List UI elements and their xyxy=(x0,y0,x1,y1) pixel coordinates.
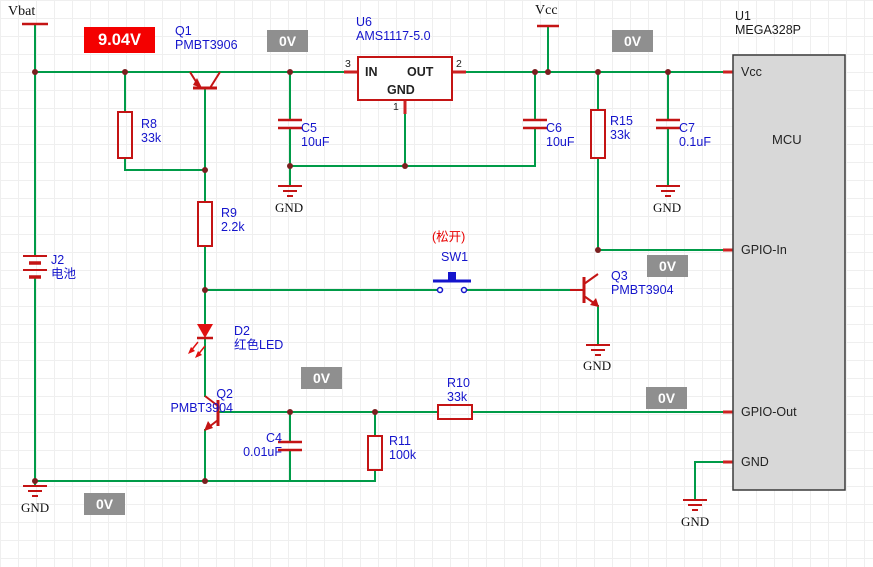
label-r11-ref: R11 xyxy=(389,434,412,448)
resistor-r8-symbol[interactable] xyxy=(117,111,133,159)
capacitor-c4-symbol[interactable] xyxy=(278,440,302,452)
label-c4-ref: C4 xyxy=(266,431,282,445)
battery-j2-symbol[interactable] xyxy=(23,255,47,279)
transistor-q2-symbol[interactable] xyxy=(204,395,220,431)
label-r8: R8 33k xyxy=(141,117,161,145)
voltage-probe-vcc-rail: 0V xyxy=(612,30,653,52)
mcu-u1-symbol[interactable] xyxy=(732,54,846,491)
capacitor-c5-symbol[interactable] xyxy=(278,118,302,130)
gnd-net-label: GND xyxy=(275,200,304,215)
voltage-probe-q2-base: 0V xyxy=(301,367,342,389)
label-r10: R10 33k xyxy=(447,376,470,404)
switch-sw1-symbol[interactable] xyxy=(433,272,471,294)
label-q3-ref: Q3 xyxy=(611,269,628,283)
u1-body-label: MCU xyxy=(772,132,802,147)
label-sw1-state: (松开) xyxy=(432,230,466,244)
gnd-net-label: GND xyxy=(21,500,50,515)
label-c7-ref: C7 xyxy=(679,121,695,135)
label-u6: U6 AMS1117-5.0 xyxy=(356,15,431,43)
vbat-net-label: Vbat xyxy=(8,4,36,19)
gnd-net-label: GND xyxy=(681,514,710,529)
capacitor-c7-symbol[interactable] xyxy=(656,118,680,130)
label-j2-value: 电池 xyxy=(51,267,77,281)
resistor-r11-symbol[interactable] xyxy=(367,435,383,471)
transistor-q1-symbol[interactable] xyxy=(189,71,221,90)
label-c6-value: 10uF xyxy=(546,135,575,149)
label-d2-ref: D2 xyxy=(234,324,250,338)
label-r15-ref: R15 xyxy=(610,114,633,128)
label-c5: C5 10uF xyxy=(301,121,330,149)
voltage-probe-ground: 0V xyxy=(84,493,125,515)
u1-pin-gpio-in-label: GPIO-In xyxy=(741,243,787,257)
gnd-net-label: GND xyxy=(583,358,612,373)
u1-pin-gnd-label: GND xyxy=(741,455,769,469)
label-sw1-ref: SW1 xyxy=(441,250,469,264)
label-u1-value: MEGA328P xyxy=(735,23,802,37)
label-u1: U1 MEGA328P xyxy=(735,9,801,37)
label-r15: R15 33k xyxy=(610,114,633,142)
resistor-r10-symbol[interactable] xyxy=(437,404,473,420)
label-q3: Q3 PMBT3904 xyxy=(611,269,674,297)
label-c5-value: 10uF xyxy=(301,135,330,149)
label-c5-ref: C5 xyxy=(301,121,317,135)
label-c6: C6 10uF xyxy=(546,121,575,149)
u6-pin-number-1: 1 xyxy=(393,101,399,113)
u1-pin-vcc-label: Vcc xyxy=(741,65,762,79)
label-r15-value: 33k xyxy=(610,128,631,142)
label-u6-ref: U6 xyxy=(356,15,372,29)
label-r10-value: 33k xyxy=(447,390,468,404)
label-d2-value: 红色LED xyxy=(234,338,284,352)
pin-stubs xyxy=(344,70,733,464)
label-q2-ref: Q2 xyxy=(216,387,233,401)
label-r8-value: 33k xyxy=(141,131,162,145)
voltage-probe-battery: 9.04V xyxy=(84,27,155,53)
label-c7: C7 0.1uF xyxy=(679,121,711,149)
resistor-r9-symbol[interactable] xyxy=(197,201,213,247)
led-d2-symbol[interactable] xyxy=(188,324,213,358)
capacitor-c6-symbol[interactable] xyxy=(523,118,547,130)
label-r10-ref: R10 xyxy=(447,376,470,390)
label-r9-ref: R9 xyxy=(221,206,237,220)
label-q1-ref: Q1 xyxy=(175,24,192,38)
label-c4: C4 0.01uF xyxy=(218,431,282,459)
gnd-net-label: GND xyxy=(653,200,682,215)
transistor-q3-symbol[interactable] xyxy=(570,273,599,307)
gnd-symbols xyxy=(23,185,707,511)
label-c7-value: 0.1uF xyxy=(679,135,711,149)
label-j2: J2 电池 xyxy=(51,253,76,281)
voltage-probe-gpio-in: 0V xyxy=(647,255,688,277)
regulator-u6-symbol[interactable] xyxy=(357,56,453,101)
u6-pin-in-label: IN xyxy=(365,65,378,79)
label-u1-ref: U1 xyxy=(735,9,751,23)
junction-dots xyxy=(32,69,671,484)
label-d2: D2 红色LED xyxy=(234,324,283,352)
label-q1-value: PMBT3906 xyxy=(175,38,238,52)
label-q1: Q1 PMBT3906 xyxy=(175,24,238,52)
vcc-net-label: Vcc xyxy=(535,3,558,18)
resistor-r15-symbol[interactable] xyxy=(590,109,606,159)
label-q3-value: PMBT3904 xyxy=(611,283,674,297)
label-r9: R9 2.2k xyxy=(221,206,245,234)
label-r11: R11 100k xyxy=(389,434,416,462)
u6-pin-gnd-label: GND xyxy=(387,83,415,97)
voltage-probe-reg-input: 0V xyxy=(267,30,308,52)
label-r11-value: 100k xyxy=(389,448,417,462)
label-c6-ref: C6 xyxy=(546,121,562,135)
label-q2-value: PMBT3904 xyxy=(170,401,233,415)
label-j2-ref: J2 xyxy=(51,253,65,267)
u6-pin-out-label: OUT xyxy=(407,65,434,79)
label-q2: Q2 PMBT3904 xyxy=(145,387,233,415)
voltage-probe-gpio-out: 0V xyxy=(646,387,687,409)
u6-pin-number-3: 3 xyxy=(345,58,351,70)
u1-pin-gpio-out-label: GPIO-Out xyxy=(741,405,797,419)
label-u6-value: AMS1117-5.0 xyxy=(356,29,431,43)
label-r9-value: 2.2k xyxy=(221,220,245,234)
u6-pin-number-2: 2 xyxy=(456,58,462,70)
label-r8-ref: R8 xyxy=(141,117,157,131)
label-c4-value: 0.01uF xyxy=(243,445,282,459)
